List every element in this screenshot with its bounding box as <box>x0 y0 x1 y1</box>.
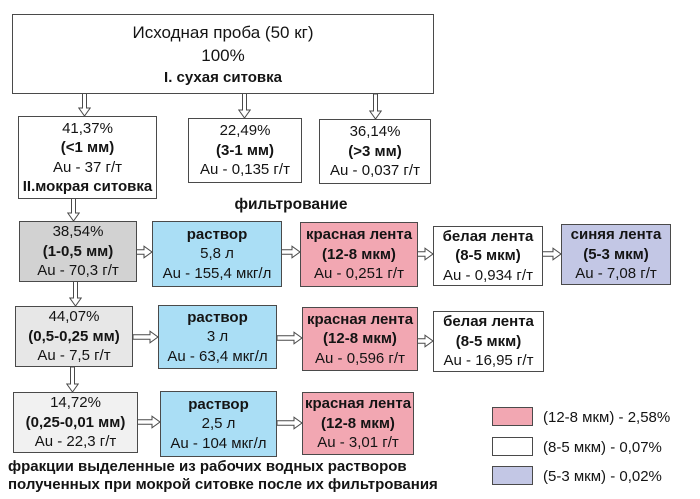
legend-label-blue: (5-3 мкм) - 0,02% <box>543 468 662 485</box>
solution-name: раствор <box>187 308 248 326</box>
size-label: (12-8 мкм) <box>323 330 397 348</box>
legend-swatch-blue <box>492 466 533 485</box>
legend-label-red: (12-8 мкм) - 2,58% <box>543 409 671 426</box>
percent-label: 14,72% <box>50 394 101 412</box>
dry-sieve-box-gt3mm: 36,14% (>3 мм) Au - 0,037 г/т <box>319 119 431 184</box>
size-label: (8-5 мкм) <box>455 247 521 265</box>
solution-box-2: раствор 3 л Au - 63,4 мкг/л <box>158 305 277 369</box>
red-band-box-2: красная лента (12-8 мкм) Au - 0,596 г/т <box>302 307 418 371</box>
solution-name: раствор <box>188 395 249 413</box>
percent-label: 22,49% <box>219 122 271 140</box>
filtering-label: фильтрование <box>234 196 348 213</box>
arrow-right-icon <box>134 415 161 429</box>
fraction-box-1: 38,54% (1-0,5 мм) Au - 70,3 г/т <box>19 221 137 282</box>
legend-swatch-red <box>492 407 533 426</box>
volume-label: 3 л <box>206 328 229 346</box>
percent-label: 36,14% <box>349 123 401 141</box>
band-name: белая лента <box>442 227 534 245</box>
dry-sieve-box-lt1mm: 41,37% (<1 мм) Au - 37 г/т II.мокрая сит… <box>18 116 157 199</box>
red-band-box-1: красная лента (12-8 мкм) Au - 0,251 г/т <box>300 222 418 287</box>
source-sample-box: Исходная проба (50 кг) 100% I. сухая сит… <box>12 14 434 94</box>
sample-title: Исходная проба (50 кг) <box>132 22 314 42</box>
fraction-box-2: 44,07% (0,5-0,25 мм) Au - 7,5 г/т <box>15 306 133 367</box>
band-name: красная лента <box>304 395 412 413</box>
footnote: фракции выделенные из рабочих водных рас… <box>8 458 488 493</box>
arrow-right-icon <box>276 416 303 430</box>
size-label: (5-3 мкм) <box>583 245 649 263</box>
blue-band-box-1: синяя лента (5-3 мкм) Au - 7,08 г/т <box>561 224 671 285</box>
solution-box-1: раствор 5,8 л Au - 155,4 мкг/л <box>152 221 282 287</box>
solution-box-3: раствор 2,5 л Au - 104 мкг/л <box>160 391 277 457</box>
band-name: красная лента <box>306 310 414 328</box>
volume-label: 5,8 л <box>200 245 234 263</box>
size-label: (0,25-0,01 мм) <box>25 413 126 431</box>
footnote-line-2: полученных при мокрой ситовке после их ф… <box>8 475 438 493</box>
au-label: Au - 22,3 г/т <box>34 433 117 451</box>
au-label: Au - 3,01 г/т <box>317 434 399 452</box>
percent-label: 38,54% <box>52 223 104 241</box>
au-label: Au - 0,251 г/т <box>314 265 404 283</box>
au-label: Au - 104 мкг/л <box>170 434 267 452</box>
solution-name: раствор <box>186 225 248 243</box>
volume-label: 2,5 л <box>201 415 236 433</box>
footnote-line-1: фракции выделенные из рабочих водных рас… <box>8 458 407 475</box>
arrow-right-icon <box>132 330 159 344</box>
au-label: Au - 7,5 г/т <box>37 347 111 365</box>
dry-sieve-process-label: I. сухая ситовка <box>164 68 282 86</box>
white-band-box-1: белая лента (8-5 мкм) Au - 0,934 г/т <box>433 226 543 286</box>
fraction-box-3: 14,72% (0,25-0,01 мм) Au - 22,3 г/т <box>13 392 138 453</box>
band-name: белая лента <box>443 313 534 331</box>
sample-percent: 100% <box>201 45 245 65</box>
arrow-down-icon <box>66 195 81 222</box>
wet-sieve-process-label: II.мокрая ситовка <box>22 178 153 195</box>
legend-label-white: (8-5 мкм) - 0,07% <box>543 439 662 456</box>
au-label: Au - 70,3 г/т <box>37 262 119 280</box>
arrow-down-icon <box>77 90 92 117</box>
white-band-box-2: белая лента (8-5 мкм) Au - 16,95 г/т <box>433 311 544 372</box>
size-label: (12-8 мкм) <box>321 414 395 432</box>
arrow-right-icon <box>276 331 303 345</box>
au-label: Au - 0,934 г/т <box>443 266 533 284</box>
arrow-down-icon <box>237 92 252 119</box>
percent-label: 41,37% <box>62 119 113 137</box>
size-label: (<1 мм) <box>60 139 115 156</box>
percent-label: 44,07% <box>48 308 100 326</box>
au-label: Au - 155,4 мкг/л <box>162 264 272 282</box>
red-band-box-3: красная лента (12-8 мкм) Au - 3,01 г/т <box>302 392 414 455</box>
size-label: (>3 мм) <box>348 142 402 160</box>
size-label: (1-0,5 мм) <box>42 242 114 260</box>
size-label: (0,5-0,25 мм) <box>28 327 120 345</box>
size-label: (3-1 мм) <box>215 141 275 159</box>
au-label: Au - 0,596 г/т <box>315 349 405 367</box>
au-label: Au - 7,08 г/т <box>575 265 657 283</box>
arrow-down-icon <box>65 366 80 393</box>
au-label: Au - 0,037 г/т <box>330 162 420 180</box>
size-label: (12-8 мкм) <box>322 245 396 263</box>
band-name: красная лента <box>305 226 413 244</box>
au-label: Au - 16,95 г/т <box>443 352 534 370</box>
au-label: Au - 63,4 мкг/л <box>167 347 268 365</box>
band-name: синяя лента <box>570 226 662 244</box>
legend-swatch-white <box>492 437 533 456</box>
dry-sieve-box-3-1mm: 22,49% (3-1 мм) Au - 0,135 г/т <box>188 118 302 183</box>
arrow-down-icon <box>68 280 83 307</box>
size-label: (8-5 мкм) <box>455 332 522 350</box>
au-label: Au - 0,135 г/т <box>200 161 290 179</box>
au-label: Au - 37 г/т <box>52 158 123 176</box>
arrow-down-icon <box>368 93 383 120</box>
